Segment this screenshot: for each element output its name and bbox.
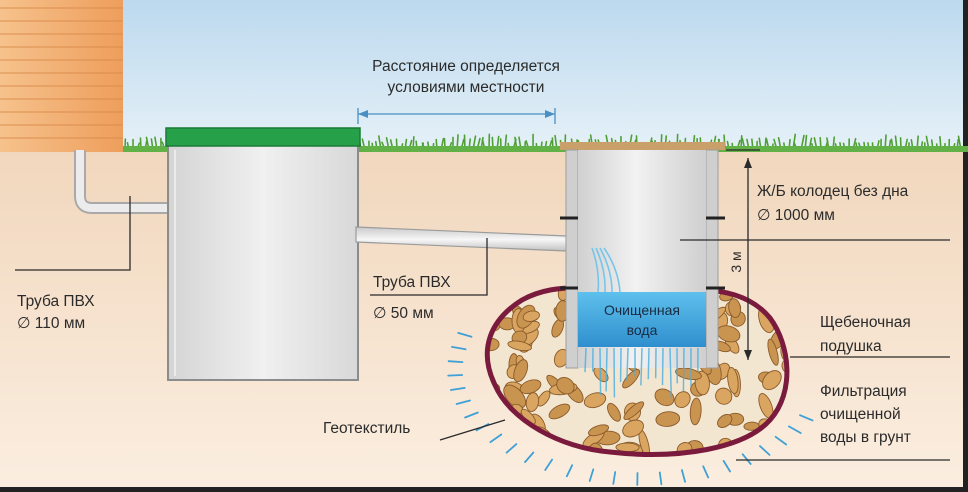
geotextile-label: Геотекстиль [323,420,410,437]
distance-label-line1: Расстояние определяется [372,58,560,75]
sky [0,0,968,152]
depth-label: 3 м [728,251,744,272]
pipe110-label-line1: Труба ПВХ [17,293,95,310]
distance-label-line2: условиями местности [388,79,545,96]
water-seepage [584,347,699,398]
pipe110-label-line2: ∅ 110 мм [17,315,85,332]
frame-right [963,0,968,492]
well-label-line2: ∅ 1000 мм [757,207,835,224]
pipe50-label-line2: ∅ 50 мм [373,305,434,322]
well-label-line1: Ж/Б колодец без дна [757,183,909,200]
house-wall [0,0,123,152]
pipe-outflow-stream [591,247,621,293]
gravel-label-line2: подушка [820,338,882,355]
dimension-lines [15,108,950,461]
clean-water-label-line1: Очищенная [604,302,680,318]
filtration-rays [447,331,814,486]
septic-tank [165,127,361,381]
filtration-label-line3: воды в грунт [820,429,911,446]
filtration-label-line1: Фильтрация [820,383,907,400]
clean-water-label-line2: вода [627,322,658,338]
pipe50-label-line1: Труба ПВХ [373,274,451,291]
pipe-110mm [74,150,170,214]
frame-bottom [0,487,968,492]
gravel-label-line1: Щебеночная [820,314,911,331]
tank-lid [165,127,361,147]
concrete-well [560,142,725,398]
clean-water [578,292,706,347]
filtration-label-line2: очищенной [820,406,901,423]
